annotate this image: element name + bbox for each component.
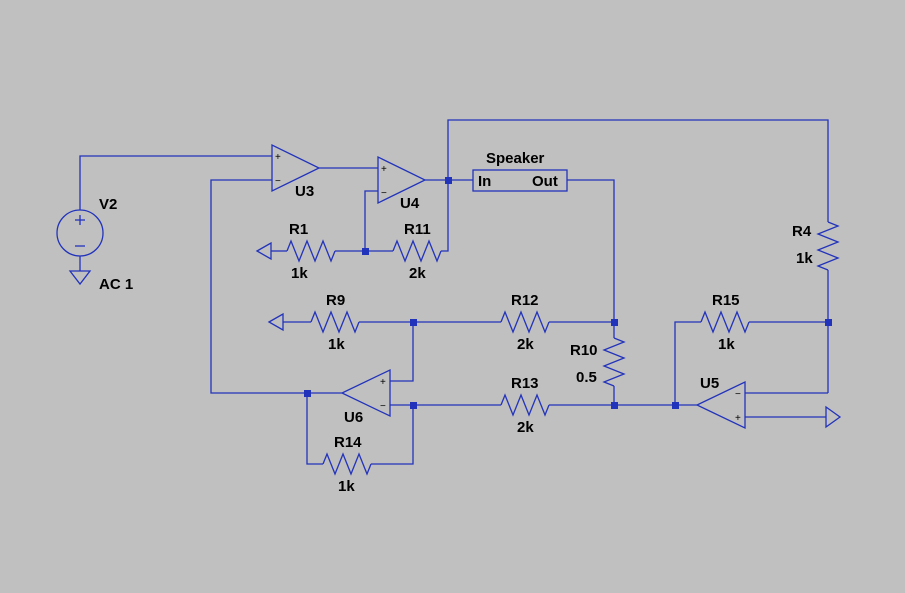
r11-name: R11 — [404, 221, 431, 238]
r1-value: 1k — [291, 265, 308, 282]
u4-name: U4 — [400, 195, 420, 212]
opamp-u6[interactable]: + − — [340, 368, 391, 418]
resistor-r14[interactable] — [306, 393, 414, 476]
resistor-r12[interactable] — [413, 310, 614, 334]
r13-name: R13 — [511, 375, 539, 392]
svg-text:+: + — [735, 413, 741, 424]
ground-icon — [68, 270, 92, 286]
ground-icon — [255, 241, 272, 261]
wire-r11-out — [441, 180, 449, 252]
resistor-r4[interactable] — [816, 221, 840, 393]
r15-value: 1k — [718, 336, 735, 353]
r10-value: 0.5 — [576, 369, 597, 386]
r12-value: 2k — [517, 336, 534, 353]
wire-speaker-out — [567, 179, 615, 322]
svg-text:−: − — [735, 389, 741, 400]
resistor-r1[interactable] — [255, 239, 365, 263]
resistor-r13[interactable] — [413, 393, 697, 417]
svg-text:+: + — [275, 152, 281, 163]
r12-name: R12 — [511, 292, 539, 309]
resistor-r9[interactable] — [267, 310, 413, 334]
resistor-r15[interactable] — [674, 310, 828, 405]
r14-name: R14 — [334, 434, 362, 451]
v2-value: AC 1 — [99, 276, 133, 293]
r13-value: 2k — [517, 419, 534, 436]
ground-icon — [825, 405, 842, 429]
svg-text:+: + — [380, 377, 386, 388]
r4-name: R4 — [792, 223, 812, 240]
ground-icon — [267, 312, 284, 332]
speaker-out-label: Out — [532, 173, 558, 190]
speaker-name: Speaker — [486, 150, 545, 167]
svg-text:+: + — [381, 164, 387, 175]
r11-value: 2k — [409, 265, 426, 282]
wire-u3-feedback — [210, 179, 342, 394]
r1-name: R1 — [289, 221, 308, 238]
junctions — [304, 177, 832, 409]
r9-value: 1k — [328, 336, 345, 353]
voltage-source-v2[interactable] — [56, 155, 272, 286]
r10-name: R10 — [570, 342, 598, 359]
opamp-u4[interactable]: + − — [377, 155, 427, 205]
wire-u6-plus — [390, 322, 414, 382]
u6-name: U6 — [344, 409, 363, 426]
svg-text:−: − — [380, 401, 386, 412]
speaker-block[interactable]: In Out — [472, 169, 568, 192]
speaker-in-label: In — [478, 173, 491, 190]
u3-name: U3 — [295, 183, 314, 200]
u5-name: U5 — [700, 375, 719, 392]
r14-value: 1k — [338, 478, 355, 495]
resistor-r11[interactable] — [365, 239, 442, 263]
opamp-u5[interactable]: − + — [695, 380, 746, 430]
svg-text:−: − — [275, 176, 281, 187]
wire-u4-minus — [364, 190, 378, 251]
v2-name: V2 — [99, 196, 117, 213]
r9-name: R9 — [326, 292, 345, 309]
wire-top-bus — [447, 119, 829, 222]
r4-value: 1k — [796, 250, 813, 267]
resistor-r10[interactable] — [602, 322, 626, 405]
opamp-u3[interactable]: + − — [271, 143, 378, 193]
svg-text:−: − — [381, 188, 387, 199]
r15-name: R15 — [712, 292, 740, 309]
